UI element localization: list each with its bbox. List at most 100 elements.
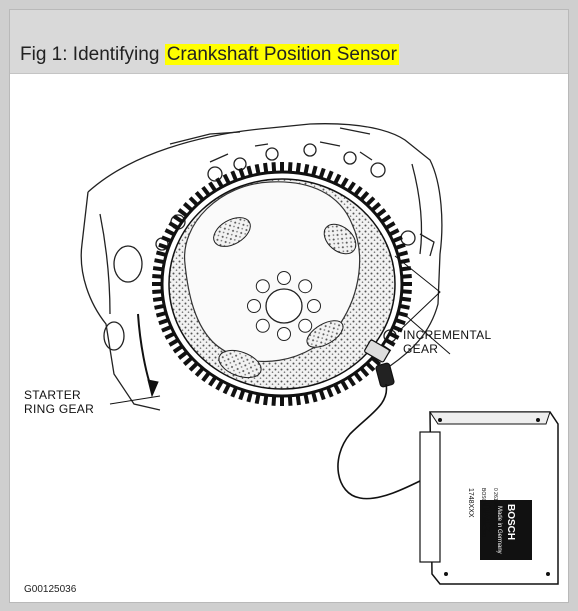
gear-tooth: [177, 351, 188, 360]
gear-tooth: [254, 394, 261, 405]
gear-tooth: [154, 304, 164, 310]
incremental-gear-label: INCREMENTAL GEAR: [403, 328, 491, 356]
crankshaft-position-sensor: [364, 339, 395, 388]
hub-bolt: [255, 318, 270, 333]
gear-tooth: [246, 392, 253, 403]
flywheel: [168, 178, 396, 390]
gear-tooth: [222, 384, 231, 395]
gear-tooth: [389, 332, 400, 340]
gear-tooth: [158, 242, 169, 250]
gear-tooth: [177, 208, 188, 217]
gear-tooth: [155, 250, 166, 257]
gear-tooth: [401, 296, 412, 302]
gear-tooth: [311, 392, 318, 403]
gear-tooth: [263, 162, 269, 173]
gear-tooth: [389, 228, 400, 236]
dme-module: [419, 411, 559, 585]
gear-tooth: [401, 266, 412, 272]
gear-tooth: [201, 372, 210, 383]
gear-tooth: [402, 289, 412, 294]
gear-tooth: [319, 390, 326, 401]
gear-tooth: [208, 181, 217, 192]
gear-tooth: [215, 380, 224, 391]
gear-tooth: [201, 185, 210, 196]
gear-tooth: [222, 173, 231, 184]
gear-tooth: [381, 214, 392, 223]
gear-tooth: [168, 221, 179, 230]
gear-tooth: [326, 170, 334, 181]
hub-bolt: [277, 271, 291, 285]
starter-ring-gear: [152, 162, 412, 406]
gear-tooth: [333, 384, 342, 395]
gear-tooth: [340, 380, 349, 391]
gear-tooth: [340, 177, 349, 188]
gear-tooth: [360, 367, 370, 378]
gear-tooth: [366, 196, 376, 206]
gear-tooth: [238, 167, 245, 178]
gear-tooth: [376, 208, 387, 217]
gear-tooth: [154, 258, 164, 264]
gear-tooth: [354, 372, 363, 383]
incremental-gear-label-line1: INCREMENTAL: [403, 328, 492, 342]
gear-tooth: [360, 190, 370, 201]
gear-tooth: [182, 357, 193, 366]
gear-tooth: [168, 338, 179, 347]
gear-tooth: [347, 376, 356, 387]
starter-ring-gear-label-line1: STARTER: [24, 388, 81, 402]
title-prefix: Fig 1: Identifying: [20, 44, 160, 65]
made-in-label: Made in Germany: [496, 506, 502, 554]
gear-tooth: [188, 196, 198, 206]
gear-tooth: [395, 318, 406, 326]
gear-tooth: [287, 396, 293, 406]
gear-tooth: [371, 202, 382, 211]
gear-tooth: [287, 162, 293, 172]
gear-tooth: [393, 235, 403, 243]
gear-tooth: [155, 311, 166, 318]
figure-id: G00125036: [24, 584, 77, 595]
gear-tooth: [194, 367, 204, 378]
gear-tooth: [246, 165, 253, 176]
gear-tooth: [230, 387, 238, 398]
gear-tooth: [194, 190, 204, 201]
hub-bolt: [247, 299, 261, 313]
hub-bolt: [298, 279, 313, 294]
gear-tooth: [395, 242, 406, 250]
gear-tooth: [161, 235, 171, 243]
hub-bolts: [247, 271, 321, 341]
part-number-1: 1748XXX: [467, 488, 474, 518]
part-number-3: 0 261 200: [492, 488, 498, 511]
gear-tooth: [152, 274, 162, 279]
incremental-gear-label-line2: GEAR: [403, 342, 439, 356]
gear-tooth: [161, 325, 171, 333]
ring-gear-teeth: [152, 162, 412, 406]
gear-tooth: [208, 376, 217, 387]
gear-tooth: [303, 163, 310, 174]
title-highlight: Crankshaft Position Sensor: [164, 44, 399, 65]
gear-tooth: [303, 394, 310, 405]
gear-tooth: [152, 289, 162, 294]
gear-tooth: [295, 162, 301, 173]
hub-bolt: [277, 327, 291, 341]
gear-tooth: [398, 250, 409, 257]
gear-tooth: [172, 214, 183, 223]
hub-bolt: [307, 299, 321, 313]
gear-tooth: [238, 390, 245, 401]
gear-tooth: [398, 311, 409, 318]
gear-tooth: [263, 395, 269, 406]
gear-tooth: [354, 185, 363, 196]
gear-tooth: [366, 362, 376, 372]
sensor-cable: [337, 383, 431, 500]
gear-tooth: [158, 318, 169, 326]
gear-tooth: [164, 228, 175, 236]
gear-tooth: [271, 162, 277, 172]
gear-tooth: [254, 163, 261, 174]
gear-tooth: [319, 167, 326, 178]
leader-lines: [109, 255, 451, 405]
gear-tooth: [371, 357, 382, 366]
gear-tooth: [333, 173, 342, 184]
gear-tooth: [393, 325, 403, 333]
gear-tooth: [152, 266, 163, 272]
gear-tooth: [188, 362, 198, 372]
gear-tooth: [215, 177, 224, 188]
title-bar: Fig 1: Identifying Crankshaft Position S…: [10, 10, 568, 74]
